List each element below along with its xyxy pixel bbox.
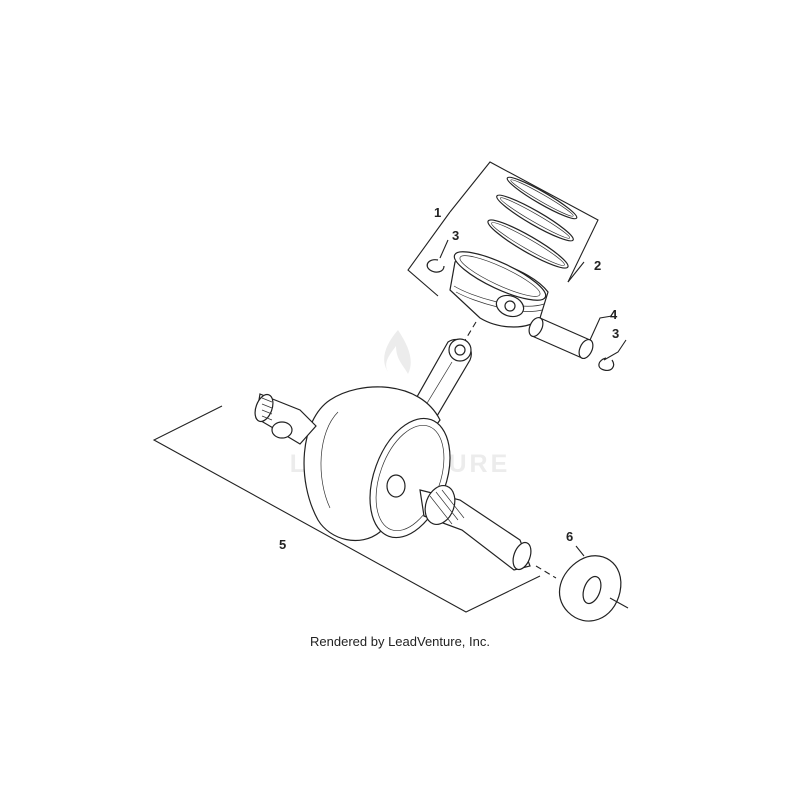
ring-set-bracket <box>407 161 599 297</box>
piston <box>449 251 549 328</box>
credit-text: Rendered by LeadVenture, Inc. <box>310 634 490 649</box>
circlip-left <box>426 239 449 273</box>
crankshaft-bracket <box>152 405 541 613</box>
callout-2: 2 <box>594 258 601 273</box>
washer <box>558 545 629 622</box>
piston-rings <box>487 176 578 269</box>
crankshaft <box>254 386 532 571</box>
callout-5: 5 <box>279 537 286 552</box>
callout-4: 4 <box>610 307 618 322</box>
piston-pin <box>528 315 613 360</box>
circlip-right <box>598 339 627 371</box>
callout-6: 6 <box>566 529 573 544</box>
flame-logo-icon <box>384 330 411 374</box>
callout-1: 1 <box>434 205 441 220</box>
callout-3-left: 3 <box>452 228 459 243</box>
callout-3-right: 3 <box>612 326 619 341</box>
